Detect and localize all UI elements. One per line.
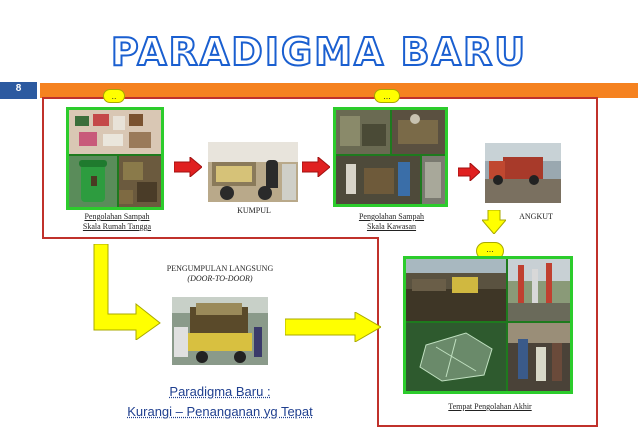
note-bubble-1: .. <box>103 89 125 103</box>
compost-heap-image <box>119 156 161 207</box>
arrow-red-3 <box>458 163 480 181</box>
label-final-processing: Tempat Pengolahan Akhir <box>420 402 560 412</box>
household-processing-photo <box>66 107 164 210</box>
collection-cart-photo <box>208 142 298 202</box>
area-facility-image-1 <box>336 110 390 154</box>
label-area-line2: Skala Kawasan <box>334 222 449 232</box>
arrow-red-1 <box>174 157 202 177</box>
area-facility-image-2 <box>392 110 445 154</box>
label-direct-collection: PENGUMPULAN LANGSUNG <box>150 264 290 274</box>
label-angkut: ANGKUT <box>506 212 566 222</box>
note-bubble-2: ... <box>374 89 400 103</box>
frame-bottom <box>377 425 598 427</box>
page-title: PARADIGMA BARU <box>0 30 638 74</box>
frame-mid-bottom <box>42 237 378 239</box>
area-processing-photo <box>333 107 448 207</box>
frame-top <box>42 97 598 99</box>
compost-bin-image <box>69 156 117 207</box>
area-workers-image <box>336 156 420 204</box>
label-household-line2: Skala Rumah Tangga <box>62 222 172 232</box>
page-number: 8 <box>0 83 37 94</box>
landfill-image <box>406 259 506 321</box>
arrow-yellow-elbow <box>92 244 162 340</box>
label-door-to-door: (DOOR-TO-DOOR) <box>150 274 290 284</box>
power-plant-image <box>508 259 570 321</box>
footer-line-1-text: Paradigma Baru : <box>169 384 270 399</box>
footer-line-1: Paradigma Baru : <box>95 384 345 399</box>
label-household-line1: Pengolahan Sampah <box>62 212 172 222</box>
final-processing-photo <box>403 256 573 394</box>
workers-sorting-image <box>508 323 570 391</box>
site-layout-drawing <box>406 323 506 391</box>
label-area-line1: Pengolahan Sampah <box>334 212 449 222</box>
area-shed-image <box>422 156 445 204</box>
arrow-red-2 <box>302 157 330 177</box>
transport-truck-photo <box>485 143 561 203</box>
frame-right <box>596 97 598 427</box>
compost-materials-image <box>69 110 161 154</box>
header-band <box>40 83 638 98</box>
site-map-image <box>406 323 506 391</box>
arrow-yellow-right <box>285 312 381 342</box>
footer-line-2-text: Kurangi – Penanganan yg Tepat <box>127 404 313 419</box>
frame-left <box>42 97 44 239</box>
label-kumpul: KUMPUL <box>214 206 294 216</box>
arrow-yellow-down <box>482 210 506 234</box>
door-to-door-truck-photo <box>172 297 268 365</box>
footer-line-2: Kurangi – Penanganan yg Tepat <box>95 404 345 419</box>
